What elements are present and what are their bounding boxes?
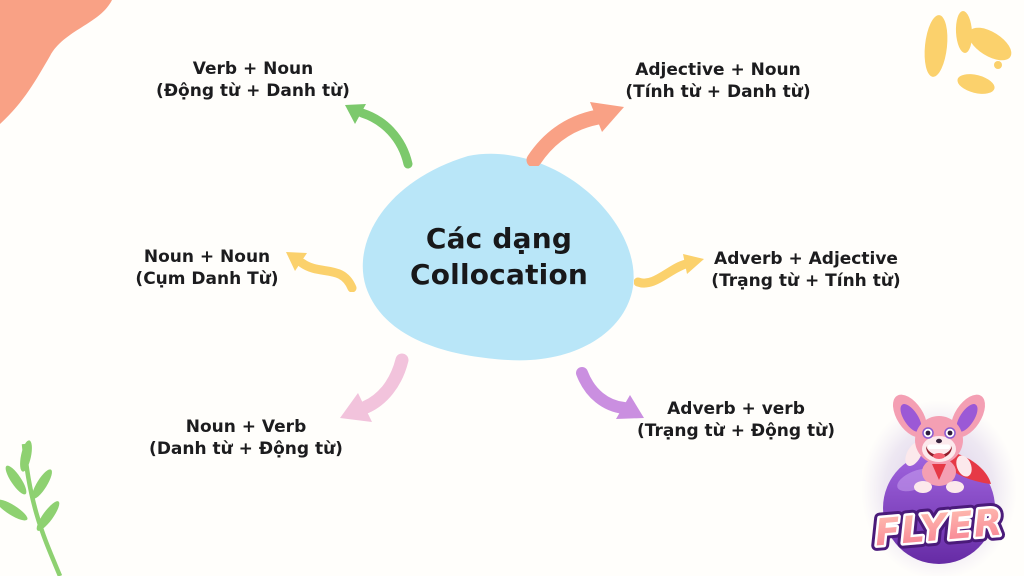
arrow-verb-noun xyxy=(345,104,413,169)
branch-label-adverb-verb: Adverb + verb (Trạng từ + Động từ) xyxy=(637,398,835,442)
branch-label-noun-verb: Noun + Verb (Danh từ + Động từ) xyxy=(149,416,343,460)
corner-blob-shape xyxy=(0,0,112,124)
branch-label-en: Noun + Noun xyxy=(143,246,271,267)
branch-label-en: Adverb + verb xyxy=(667,398,805,419)
arrow-noun-noun xyxy=(286,252,357,292)
leaf-decoration xyxy=(0,440,63,576)
splash-decoration xyxy=(924,11,1012,94)
corner-blob-decoration xyxy=(0,0,112,124)
branch-label-vi: (Danh từ + Động từ) xyxy=(149,439,343,459)
branch-label-vi: (Động từ + Danh từ) xyxy=(156,81,350,101)
branch-label-en: Verb + Noun xyxy=(192,58,314,79)
flyer-mascot xyxy=(892,394,991,493)
branch-label-verb-noun: Verb + Noun (Động từ + Danh từ) xyxy=(156,58,350,102)
central-topic: Các dạng Collocation xyxy=(358,152,640,362)
arrow-adverb-verb xyxy=(576,367,644,419)
branch-label-en: Adjective + Noun xyxy=(635,59,801,80)
flyer-logo: FLYER FLYER FLYER xyxy=(861,394,1017,576)
branch-label-vi: (Trạng từ + Động từ) xyxy=(637,421,835,441)
splash-petals xyxy=(924,11,1012,94)
branch-label-adjective-noun: Adjective + Noun (Tính từ + Danh từ) xyxy=(625,59,810,103)
central-title-line1: Các dạng xyxy=(425,221,573,255)
branch-label-vi: (Trạng từ + Tính từ) xyxy=(711,271,901,291)
branch-label-vi: (Tính từ + Danh từ) xyxy=(625,82,811,102)
branch-label-adverb-adjective: Adverb + Adjective (Trạng từ + Tính từ) xyxy=(711,248,900,292)
arrow-adjective-noun xyxy=(526,102,624,166)
branch-label-noun-noun: Noun + Noun (Cụm Danh Từ) xyxy=(135,246,278,290)
branch-label-vi: (Cụm Danh Từ) xyxy=(135,269,279,289)
arrow-adverb-adjective xyxy=(634,254,704,288)
branch-label-en: Noun + Verb xyxy=(185,416,307,437)
arrow-noun-verb xyxy=(340,353,409,422)
branch-label-en: Adverb + Adjective xyxy=(714,248,898,269)
central-topic-title: Các dạng Collocation xyxy=(358,152,640,362)
central-title-line2: Collocation xyxy=(409,258,589,291)
leaf-shapes xyxy=(0,440,63,576)
central-blob-shape xyxy=(362,153,634,361)
